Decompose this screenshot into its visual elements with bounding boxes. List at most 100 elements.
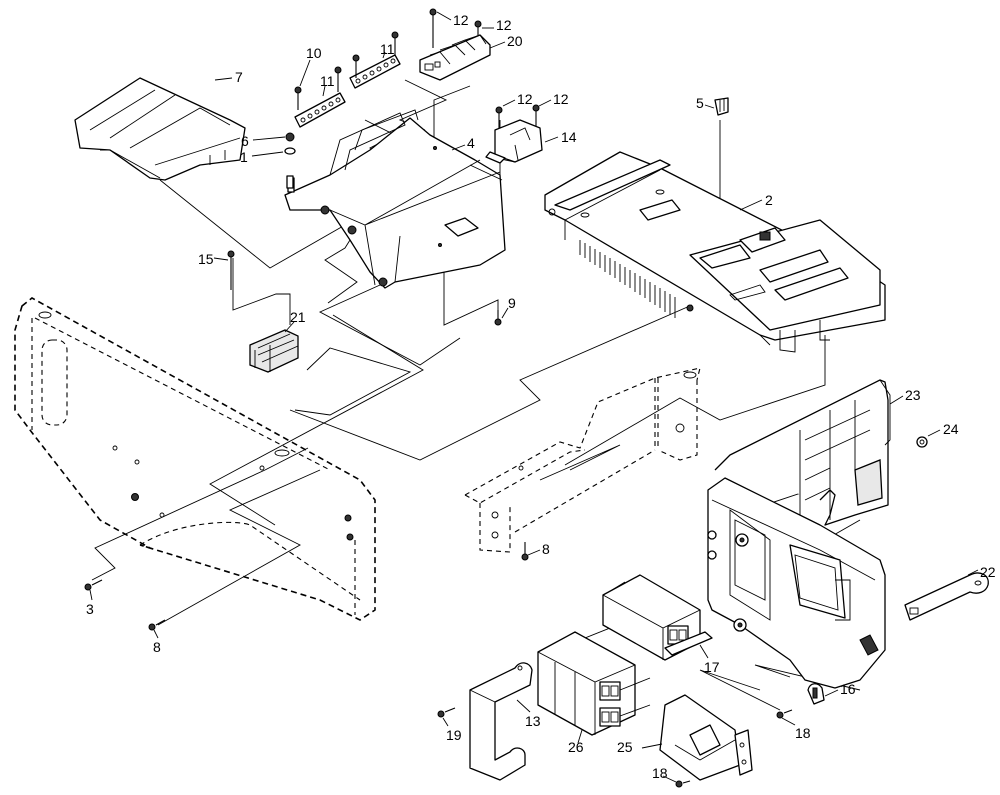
callout-label: 21 — [290, 309, 306, 325]
callout-12a: 12 — [436, 11, 469, 28]
leader-line — [641, 743, 663, 749]
leader-line — [382, 51, 386, 59]
callout-label: 12 — [496, 17, 512, 33]
callout-label: 24 — [943, 421, 959, 437]
callout-22: 22 — [967, 564, 996, 580]
leader-line — [577, 729, 583, 744]
part-bracket-cover — [469, 662, 533, 781]
callout-label: 25 — [617, 739, 633, 755]
leader-line — [527, 549, 541, 556]
callout-label: 18 — [652, 765, 668, 781]
part-plug — [916, 436, 928, 448]
callout-label: 22 — [980, 564, 996, 580]
part-contactor — [537, 631, 651, 736]
callout-label: 7 — [235, 69, 243, 85]
callout-10: 10 — [299, 45, 322, 87]
callout-label: 6 — [241, 133, 249, 149]
callout-label: 8 — [542, 541, 550, 557]
part-gasket-panel — [714, 379, 891, 526]
leader-line — [704, 104, 715, 109]
leader-line — [824, 689, 839, 697]
leader-line — [781, 717, 796, 726]
callout-18-clip: 18 — [781, 717, 811, 741]
callout-label: 4 — [467, 135, 475, 151]
part-housing — [284, 109, 506, 289]
leader-line — [299, 59, 311, 87]
leader-line — [662, 775, 677, 783]
dashed-l-bracket — [464, 367, 701, 553]
part-fuse — [714, 97, 729, 116]
callout-label: 3 — [86, 601, 94, 617]
callout-label: 2 — [765, 192, 773, 208]
leader-line — [502, 99, 516, 107]
leader-line — [252, 136, 286, 141]
callout-13: 13 — [516, 699, 541, 729]
part-tab — [904, 572, 989, 621]
callout-23: 23 — [889, 387, 921, 405]
leader-line — [436, 11, 452, 21]
callout-5: 5 — [696, 95, 715, 111]
callout-label: 1 — [240, 149, 248, 165]
callout-16: 16 — [824, 681, 856, 697]
callout-label: 20 — [507, 33, 523, 49]
callout-12d: 12 — [538, 91, 569, 107]
part-switch-bracket — [659, 694, 753, 781]
callout-label: 13 — [525, 713, 541, 729]
callout-11b: 11 — [380, 41, 395, 59]
callout-label: 10 — [306, 45, 322, 61]
callout-label: 11 — [380, 41, 395, 57]
leader-line — [699, 644, 709, 659]
leader-line — [538, 99, 552, 107]
callout-25: 25 — [617, 739, 663, 755]
leader-line — [322, 85, 326, 97]
leader-line — [489, 41, 506, 49]
callout-21: 21 — [284, 309, 306, 333]
callout-11a: 11 — [320, 73, 335, 97]
callout-18-switch: 18 — [652, 765, 677, 783]
callout-12c: 12 — [502, 91, 533, 107]
callout-17: 17 — [699, 644, 720, 675]
part-clip — [807, 683, 825, 705]
leader-line — [889, 395, 904, 405]
callout-8-frame: 8 — [153, 629, 161, 655]
leader-line — [284, 321, 295, 333]
leader-line — [451, 144, 466, 151]
leader-line — [739, 199, 763, 211]
callout-label: 12 — [517, 91, 533, 107]
callout-label: 5 — [696, 95, 704, 111]
callout-4: 4 — [451, 135, 475, 151]
part-main-housing — [707, 477, 886, 689]
leader-line — [516, 699, 531, 713]
callout-9: 9 — [501, 295, 516, 319]
leader-line — [251, 151, 284, 157]
callout-label: 12 — [453, 12, 469, 28]
leader-line — [213, 257, 229, 261]
callout-label: 14 — [561, 129, 577, 145]
callout-7: 7 — [214, 69, 243, 85]
part-control-module — [544, 151, 886, 353]
callout-12b: 12 — [482, 17, 512, 33]
leader-line — [967, 569, 979, 576]
callout-2: 2 — [739, 192, 773, 211]
part-transformer — [602, 574, 713, 661]
leader-line — [501, 307, 509, 319]
callouts: 1 2 3 4 5 6 7 8 8 9 10 11 11 12 12 12 12… — [86, 11, 996, 783]
callout-26: 26 — [568, 729, 584, 755]
callout-3: 3 — [86, 589, 94, 617]
leader-line — [442, 717, 449, 727]
callout-24: 24 — [927, 421, 959, 437]
callout-label: 23 — [905, 387, 921, 403]
leader-line — [214, 77, 233, 81]
callout-label: 18 — [795, 725, 811, 741]
part-terminal-block — [419, 34, 491, 81]
callout-14: 14 — [544, 129, 577, 145]
callout-label: 26 — [568, 739, 584, 755]
part-relay-holder — [485, 119, 543, 164]
callout-label: 15 — [198, 251, 214, 267]
callout-label: 16 — [840, 681, 856, 697]
leader-line — [153, 629, 159, 639]
callout-19: 19 — [442, 717, 462, 743]
callout-label: 11 — [320, 73, 335, 89]
part-terminal-strip-1 — [294, 92, 346, 128]
